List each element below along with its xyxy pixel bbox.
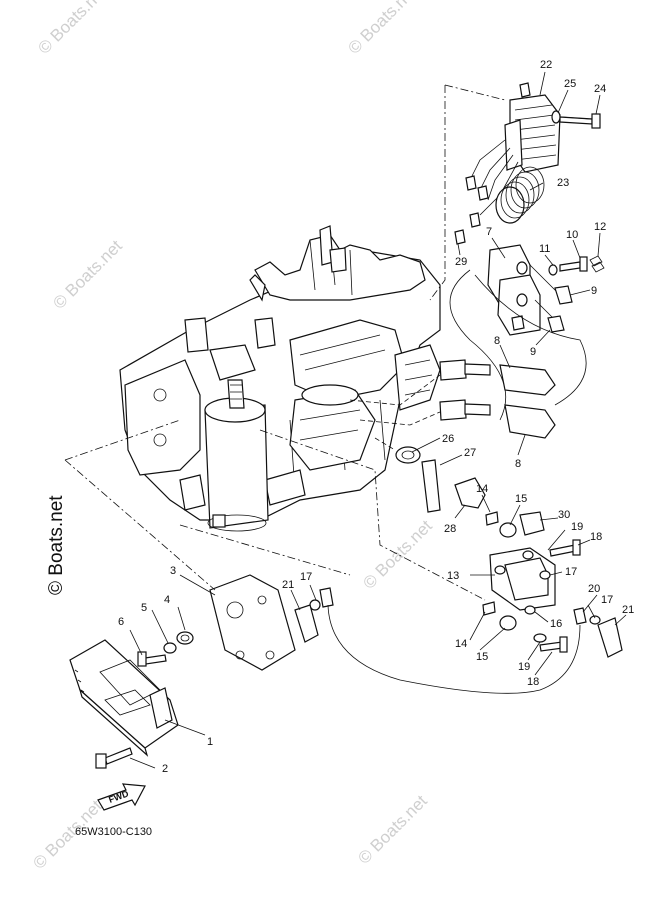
bolts-18: [539, 539, 581, 653]
part-label-4: 4: [164, 594, 170, 606]
part-label-26: 26: [442, 433, 454, 445]
part-label-21a: 21: [282, 579, 294, 591]
part-labels: 1 2 3 4 5 6 7 8 8 9 9 10 11 12 13 14 14 …: [118, 59, 634, 775]
part-label-1: 1: [207, 736, 213, 748]
spark-plugs: [439, 359, 491, 421]
part-label-8b: 8: [515, 458, 521, 470]
part-label-24: 24: [594, 83, 606, 95]
part-label-19a: 19: [571, 521, 583, 533]
starter-motor: [204, 379, 269, 532]
part-label-21b: 21: [622, 604, 634, 616]
rectifier-regulator: [454, 82, 561, 245]
part-label-11: 11: [539, 243, 550, 255]
bolt-10: [548, 255, 605, 276]
part-label-5: 5: [141, 602, 147, 614]
part-label-25: 25: [564, 78, 576, 90]
part-label-13: 13: [447, 570, 459, 582]
part-label-30: 30: [558, 509, 570, 521]
part-label-17a: 17: [565, 566, 577, 578]
bracket-plate-3: [209, 574, 296, 671]
watermark: © Boats.net: [46, 495, 67, 595]
bracket-13: [489, 547, 556, 611]
part-label-28: 28: [444, 523, 456, 535]
watermark: © Boats.net: [34, 0, 111, 58]
plug-cap-9: [547, 285, 573, 333]
grommet-23: [495, 166, 545, 224]
fasteners-cdi: [95, 631, 194, 769]
part-label-9b: 9: [530, 346, 536, 358]
part-label-16: 16: [550, 618, 562, 630]
part-label-23: 23: [557, 177, 569, 189]
ignition-coil-7: [487, 244, 561, 336]
part-label-29: 29: [455, 256, 467, 268]
high-tension-lead-8: [449, 269, 587, 439]
engine-block: [119, 225, 441, 521]
part-label-20: 20: [588, 583, 600, 595]
part-label-10: 10: [566, 229, 578, 241]
fwd-arrow: FWD: [97, 783, 146, 811]
hose-27: [421, 459, 486, 513]
watermark: © Boats.net: [344, 0, 421, 58]
part-label-2: 2: [162, 763, 168, 775]
diagram-code: 65W3100-C130: [75, 826, 152, 838]
part-label-6: 6: [118, 616, 124, 628]
part-label-17b: 17: [300, 571, 312, 583]
part-label-15b: 15: [476, 651, 488, 663]
part-label-12: 12: [594, 221, 606, 233]
part-label-27: 27: [464, 447, 476, 459]
part-label-14b: 14: [455, 638, 467, 650]
part-label-18a: 18: [590, 531, 602, 543]
part-label-7: 7: [486, 226, 492, 238]
part-label-17c: 17: [601, 594, 613, 606]
part-label-19b: 19: [518, 661, 530, 673]
part-label-9a: 9: [591, 285, 597, 297]
part-label-18b: 18: [527, 676, 539, 688]
starter-solenoid: [289, 384, 376, 471]
bolt-24: [551, 110, 601, 129]
part-label-22: 22: [540, 59, 552, 71]
part-label-15a: 15: [515, 493, 527, 505]
caps-21: [294, 587, 623, 694]
part-label-3: 3: [170, 565, 176, 577]
part-label-14a: 14: [476, 483, 488, 495]
cdi-unit-1: [69, 639, 179, 757]
part-label-8a: 8: [494, 335, 500, 347]
leader-lines: [64, 71, 627, 769]
watermark: © Boats.net: [359, 516, 436, 593]
watermark: © Boats.net: [49, 236, 126, 313]
watermark: © Boats.net: [354, 791, 431, 868]
